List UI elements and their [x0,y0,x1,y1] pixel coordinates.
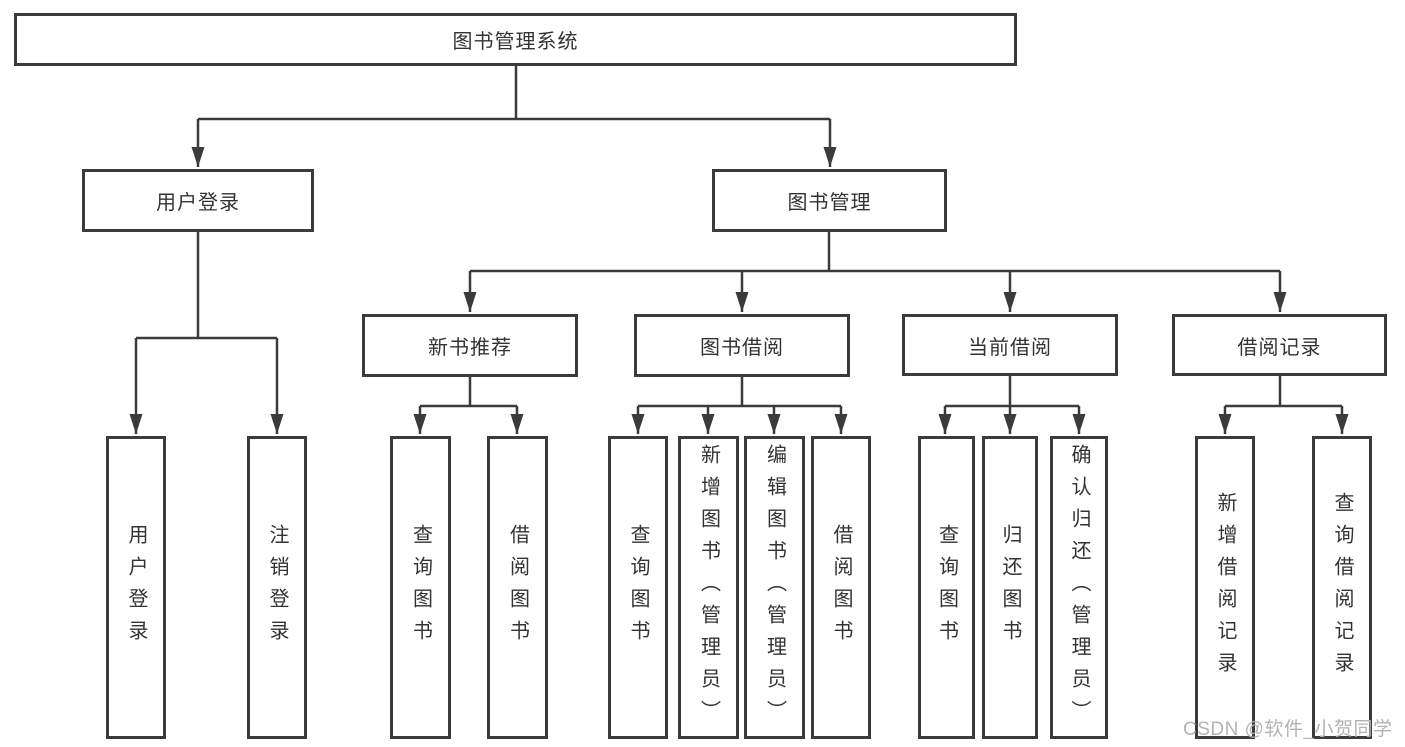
node-user-login: 用户登录 [82,169,314,232]
leaf-user-login-label: 用户登录 [125,523,147,652]
node-book-management: 图书管理 [712,169,947,232]
leaf-add-borrow-record-label: 新增借阅记录 [1214,491,1236,684]
node-borrow-records-label: 借阅记录 [1237,336,1322,359]
leaf-query-book-recommend: 查询图书 [390,436,451,739]
node-book-borrow: 图书借阅 [634,314,850,377]
leaf-query-book-borrow-label: 查询图书 [627,523,649,652]
leaf-borrow-book-recommend-label: 借阅图书 [506,523,529,652]
leaf-return-book: 归还图书 [982,436,1038,739]
node-root: 图书管理系统 [14,13,1017,66]
leaf-query-book-recommend-label: 查询图书 [409,523,432,652]
leaf-edit-book-admin-label: 编辑图书（管理员） [763,443,786,732]
node-current-borrow-label: 当前借阅 [968,336,1052,359]
leaf-query-book-borrow: 查询图书 [608,436,668,739]
leaf-query-borrow-record-label: 查询借阅记录 [1331,491,1353,684]
leaf-query-borrow-record: 查询借阅记录 [1312,436,1372,739]
leaf-user-login: 用户登录 [106,436,166,739]
node-borrow-records: 借阅记录 [1172,314,1387,376]
node-current-borrow: 当前借阅 [902,314,1118,376]
node-root-label: 图书管理系统 [452,31,579,53]
leaf-edit-book-admin: 编辑图书（管理员） [744,436,805,739]
leaf-query-book-current: 查询图书 [918,436,975,739]
leaf-logout-label: 注销登录 [266,523,288,652]
leaf-add-book-admin: 新增图书（管理员） [678,436,739,739]
leaf-confirm-return-admin: 确认归还（管理员） [1050,436,1108,739]
leaf-borrow-book: 借阅图书 [811,436,871,739]
node-user-login-label: 用户登录 [156,192,240,214]
leaf-add-book-admin-label: 新增图书（管理员） [697,443,720,732]
leaf-confirm-return-admin-label: 确认归还（管理员） [1068,443,1090,732]
leaf-logout: 注销登录 [247,436,307,739]
node-book-management-label: 图书管理 [787,192,872,214]
leaf-borrow-book-recommend: 借阅图书 [487,436,548,739]
node-book-borrow-label: 图书借阅 [700,337,784,359]
csdn-watermark: CSDN @软件_小贺同学 [1183,719,1393,740]
leaf-borrow-book-label: 借阅图书 [830,523,852,652]
node-new-book-recommend: 新书推荐 [362,314,578,377]
leaf-add-borrow-record: 新增借阅记录 [1195,436,1255,739]
leaf-return-book-label: 归还图书 [999,523,1021,652]
node-new-book-recommend-label: 新书推荐 [428,337,512,359]
leaf-query-book-current-label: 查询图书 [935,523,958,652]
